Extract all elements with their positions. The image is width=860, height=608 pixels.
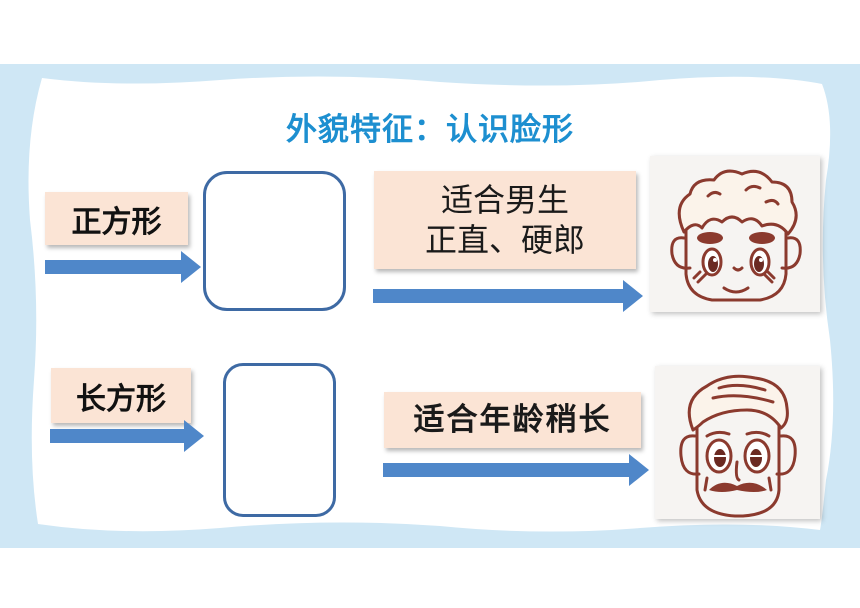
square-shape-box bbox=[203, 171, 346, 311]
portrait-square-face bbox=[650, 156, 820, 312]
shape-label-square: 正方形 bbox=[45, 192, 188, 245]
arrow-right-icon bbox=[383, 454, 649, 486]
arrow-right-icon bbox=[45, 251, 201, 283]
rectangle-shape-box bbox=[223, 363, 336, 517]
description-line: 正直、硬郎 bbox=[424, 221, 585, 259]
description-line: 适合年龄稍长 bbox=[413, 402, 612, 438]
shape-label-rectangle: 长方形 bbox=[51, 368, 191, 423]
description-box-square: 适合男生 正直、硬郎 bbox=[374, 171, 636, 269]
square-face-boy-icon bbox=[670, 169, 802, 302]
shape-label-text: 长方形 bbox=[76, 381, 166, 417]
arrow-right-icon bbox=[373, 280, 643, 312]
shape-label-text: 正方形 bbox=[71, 204, 162, 240]
page-title: 外貌特征：认识脸形 bbox=[286, 112, 574, 148]
rectangular-face-man-icon bbox=[679, 374, 797, 518]
arrow-right-icon bbox=[50, 420, 204, 452]
description-line: 适合男生 bbox=[440, 181, 569, 219]
description-box-rectangle: 适合年龄稍长 bbox=[384, 392, 641, 448]
portrait-rectangular-face bbox=[655, 366, 820, 519]
